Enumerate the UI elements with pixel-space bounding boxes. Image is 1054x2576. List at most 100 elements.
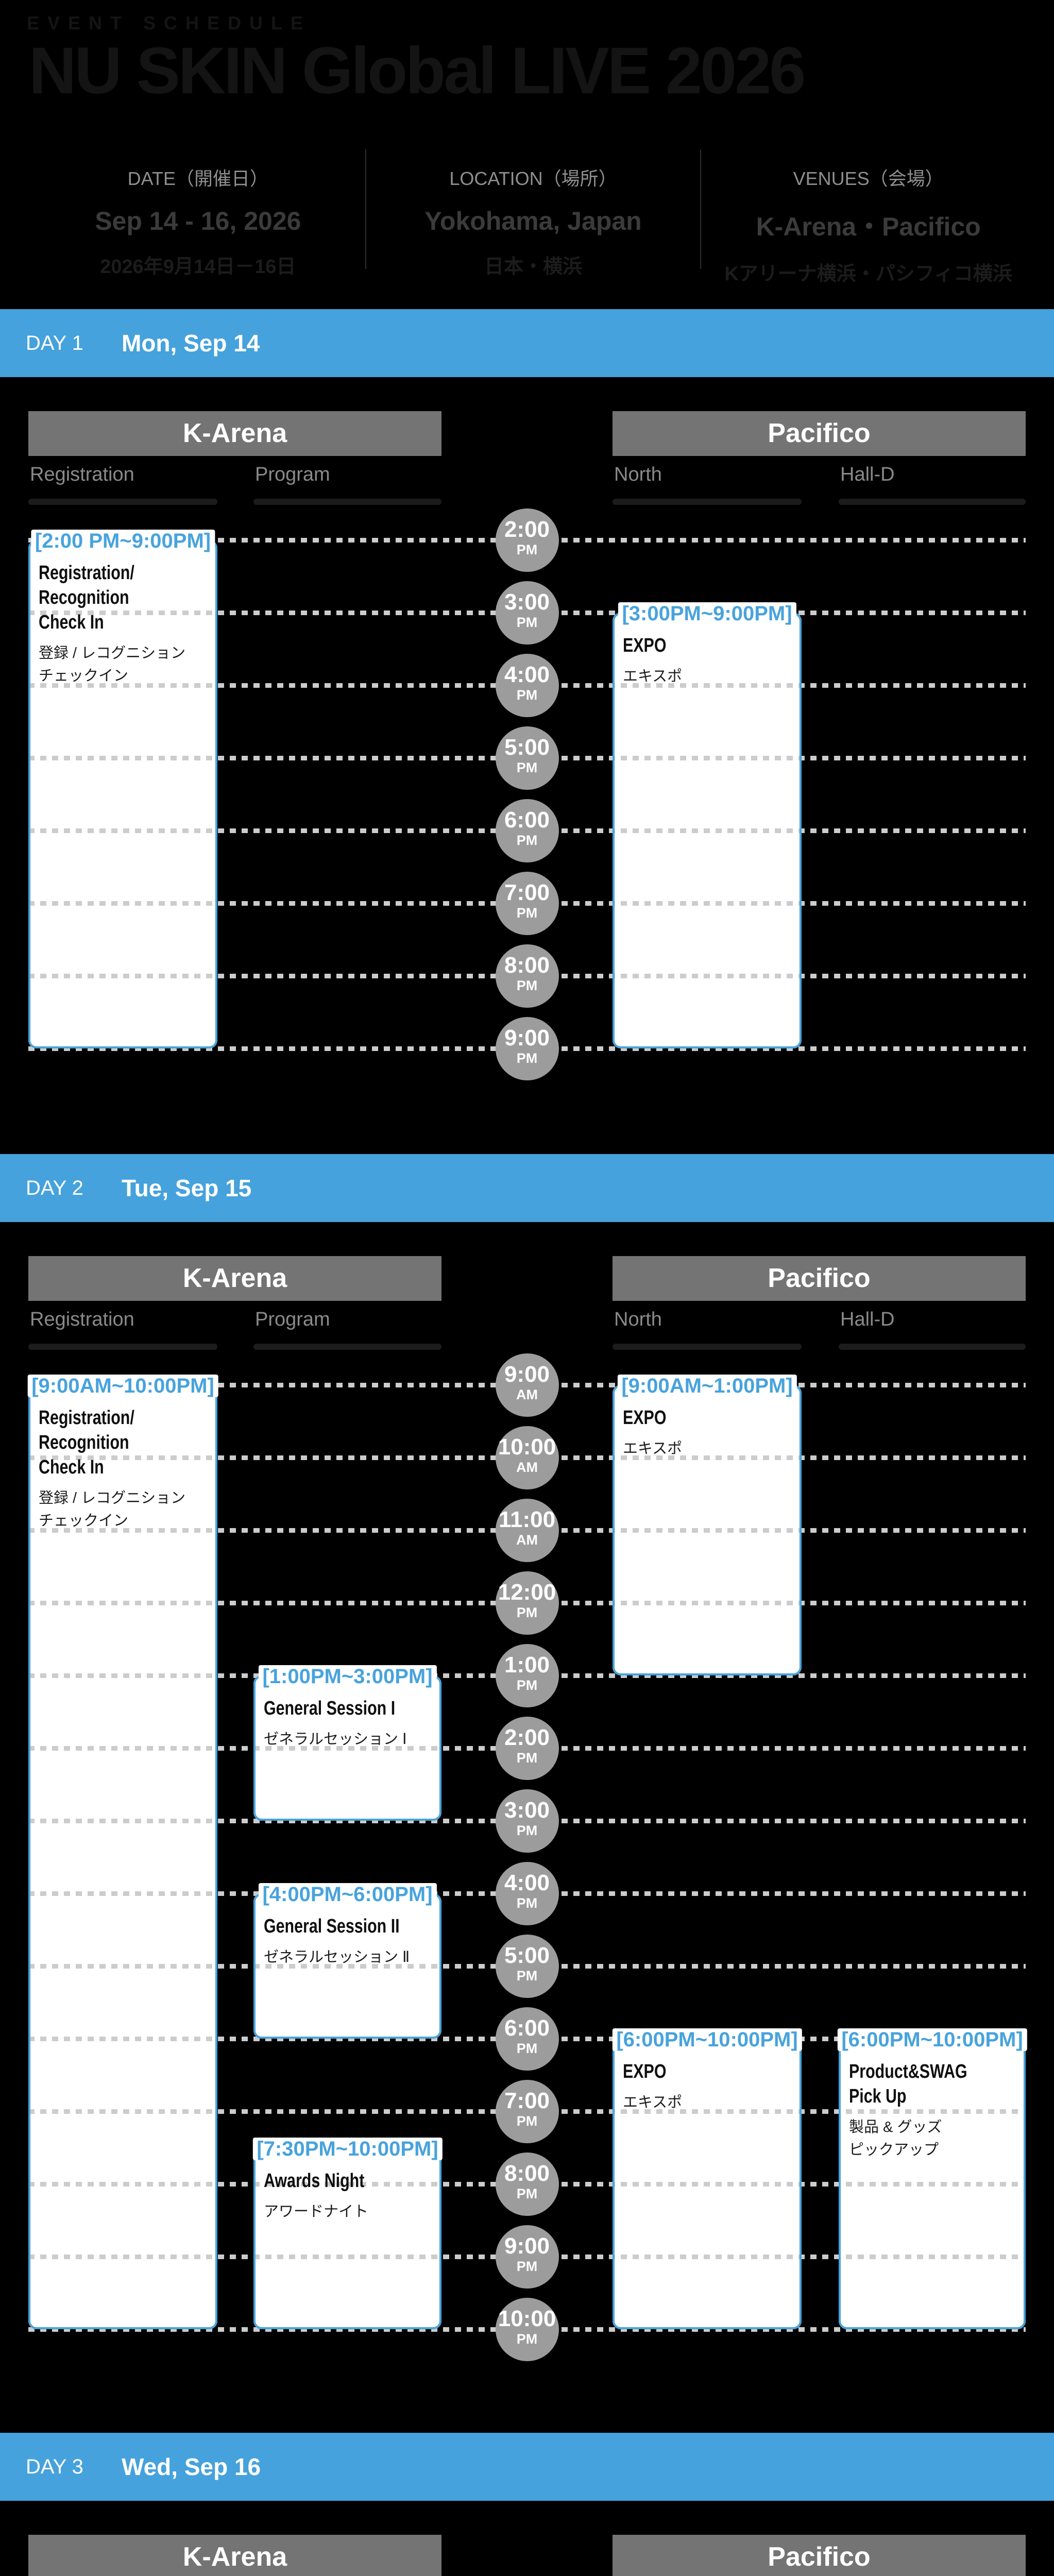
info-location: LOCATION（場所） Yokohama, Japan 日本・横浜 — [365, 149, 701, 278]
time-circle-hour: 8:00 — [504, 952, 550, 978]
day-date: Wed, Sep 16 — [122, 2453, 261, 2480]
venue-bar-pacifico: Pacifico — [613, 2535, 1026, 2576]
time-circle-hour: 4:00 — [504, 1870, 550, 1895]
event-time-label: [1:00PM~3:00PM] — [258, 1665, 437, 1688]
event-title: General Session I — [264, 1698, 396, 1719]
event-time-label: [4:00PM~6:00PM] — [258, 1883, 437, 1906]
time-circle-meridiem: PM — [516, 2040, 538, 2056]
track-strip-north — [613, 499, 802, 505]
event-title: EXPO — [623, 635, 667, 656]
day-label: DAY 3 — [26, 2455, 83, 2478]
time-circle-hour: 4:00 — [504, 662, 550, 687]
time-circle-meridiem: PM — [516, 832, 538, 848]
day-label: DAY 1 — [26, 332, 83, 354]
time-circle-meridiem: PM — [516, 1895, 538, 1911]
event-subtitle-ja: ゼネラルセッション Ⅰ — [264, 1731, 407, 1748]
event-card: [2:00 PM~9:00PM]Registration/ Recognitio… — [28, 530, 217, 1048]
event-subtitle-ja: エキスポ — [623, 668, 683, 685]
page-eyebrow: EVENT SCHEDULE — [27, 12, 312, 33]
day-header-bar: DAY 2 Tue, Sep 15 — [0, 1154, 1054, 1222]
event-title: Product&SWAG Pick Up — [849, 2061, 967, 2107]
time-circle-meridiem: PM — [516, 1604, 538, 1620]
time-circle-meridiem: PM — [516, 614, 538, 630]
time-circle-hour: 2:00 — [504, 516, 550, 542]
time-circle-meridiem: PM — [516, 2185, 538, 2201]
time-circle-meridiem: PM — [516, 541, 538, 557]
time-circle-hour: 7:00 — [504, 879, 550, 905]
time-circle-hour: 5:00 — [504, 1942, 550, 1968]
event-title: General Session II — [264, 1916, 400, 1937]
time-circle-meridiem: PM — [516, 977, 538, 993]
info-venues-value: K-Arena・Pacifico — [756, 212, 981, 241]
time-circle-meridiem: PM — [516, 1050, 538, 1066]
time-circle-meridiem: AM — [516, 1532, 538, 1548]
info-venues: VENUES（会場） K-Arena・Pacifico Kアリーナ横浜・パシフィ… — [700, 149, 1035, 285]
event-time-label: [2:00 PM~9:00PM] — [30, 530, 215, 552]
column-label-registration: Registration — [30, 1309, 134, 1330]
time-circle-meridiem: PM — [516, 1968, 538, 1984]
venue-bar-pacifico: Pacifico — [613, 1256, 1026, 1301]
time-circle-hour: 9:00 — [504, 1361, 550, 1387]
venue-bar-pacifico: Pacifico — [613, 411, 1026, 456]
column-label-hall-d: Hall-D — [840, 464, 895, 485]
event-title: EXPO — [623, 1407, 667, 1429]
time-circle-meridiem: AM — [516, 1459, 538, 1475]
column-label-program: Program — [255, 1309, 330, 1330]
time-circle-meridiem: PM — [516, 759, 538, 775]
time-circle-hour: 11:00 — [498, 1506, 556, 1532]
track-strip-registration — [28, 499, 217, 505]
time-circle-meridiem: PM — [516, 905, 538, 921]
time-circle-meridiem: PM — [516, 2258, 538, 2274]
column-label-hall-d: Hall-D — [840, 1309, 895, 1330]
time-circle-meridiem: PM — [516, 1677, 538, 1693]
info-date: DATE（開催日） Sep 14 - 16, 2026 2026年9月14日－1… — [31, 149, 365, 278]
column-label-north: North — [614, 1309, 662, 1330]
event-card-bg — [28, 1385, 217, 2329]
event-title: EXPO — [623, 2061, 667, 2082]
event-title: Registration/ Recognition Check In — [39, 1407, 134, 1478]
event-time-label: [9:00AM~1:00PM] — [617, 1375, 797, 1397]
track-strip-program — [253, 1344, 441, 1350]
page-title: NU SKIN Global LIVE 2026 — [29, 34, 806, 108]
info-venues-value-ja: Kアリーナ横浜・パシフィコ横浜 — [724, 263, 1013, 285]
day-date: Tue, Sep 15 — [122, 1175, 252, 1201]
event-time-label: [3:00PM~9:00PM] — [618, 602, 796, 625]
info-date-value: Sep 14 - 16, 2026 — [95, 207, 301, 235]
info-location-value: Yokohama, Japan — [424, 207, 642, 235]
time-circle-hour: 12:00 — [498, 1579, 556, 1605]
day-header-bar: DAY 3 Wed, Sep 16 — [0, 2433, 1054, 2501]
event-card-bg — [28, 540, 217, 1048]
event-subtitle-ja: エキスポ — [623, 1440, 683, 1457]
event-subtitle-ja: 登録 / レコグニション チェックイン — [39, 1490, 186, 1529]
venue-bar-k-arena: K-Arena — [28, 2535, 441, 2576]
time-circle-hour: 2:00 — [504, 1724, 550, 1750]
event-subtitle-ja: 製品 & グッズ ピックアップ — [849, 2119, 942, 2158]
venue-bar-k-arena: K-Arena — [28, 1256, 441, 1301]
day-label: DAY 2 — [26, 1177, 83, 1199]
time-circle-hour: 7:00 — [504, 2088, 550, 2113]
time-circle-meridiem: AM — [516, 1386, 538, 1402]
track-strip-hall-d — [839, 499, 1026, 505]
time-circle-hour: 5:00 — [504, 734, 550, 760]
event-card: [9:00AM~10:00PM]Registration/ Recognitio… — [27, 1375, 218, 2329]
track-strip-registration — [28, 1344, 217, 1350]
event-card: [1:00PM~3:00PM] General Session I ゼネラルセッショ… — [253, 1665, 441, 1821]
